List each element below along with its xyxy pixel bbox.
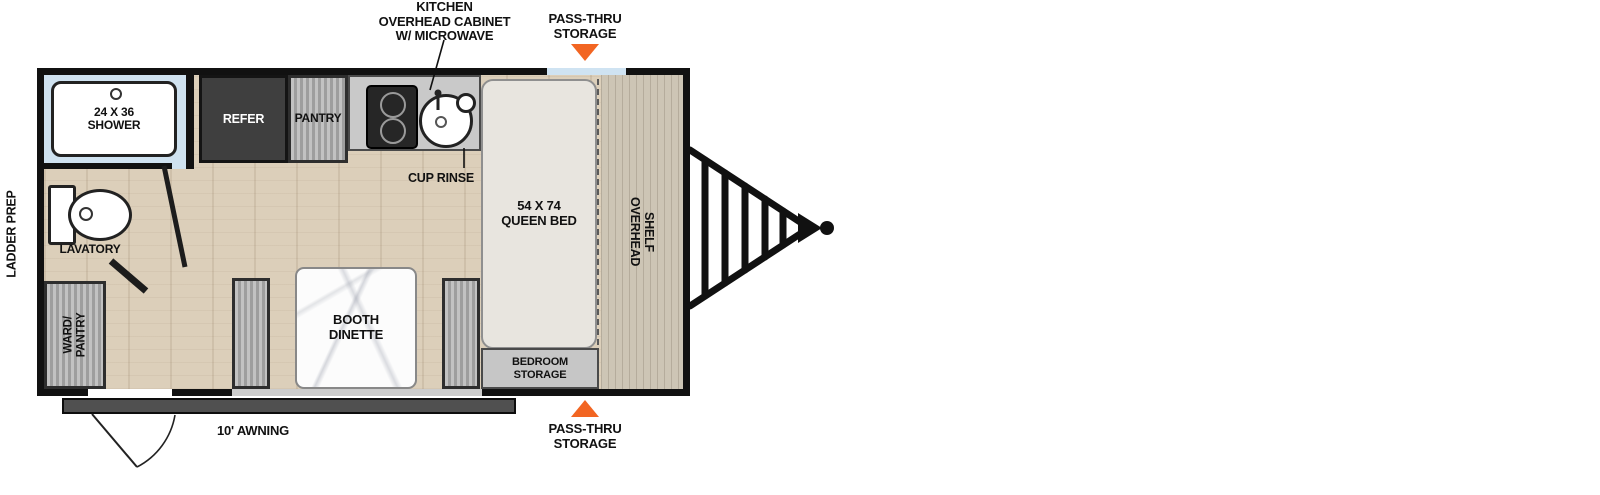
- refrigerator: REFER: [199, 75, 288, 163]
- shower-pan: 24 X 36 SHOWER: [51, 81, 177, 157]
- trailer-body: 24 X 36 SHOWER REFER PANTRY CUP RINSE 54…: [37, 68, 690, 396]
- overhead-shelf: OVERHEAD SHELF: [601, 75, 683, 389]
- awning-label: 10' AWNING: [216, 423, 290, 438]
- ward-pantry-cabinet: WARD/ PANTRY: [44, 281, 106, 389]
- refer-label: REFER: [222, 112, 265, 126]
- pass-thru-arrow-down-icon: [571, 44, 599, 61]
- toilet-bowl-icon: [68, 189, 132, 241]
- pass-thru-storage-bottom-label: PASS-THRU STORAGE: [548, 421, 622, 451]
- dinette-table: BOOTH DINETTE: [295, 267, 417, 389]
- ward-pantry-label: WARD/ PANTRY: [62, 312, 87, 358]
- dinette-bench-left: [232, 278, 270, 389]
- overhead-shelf-label: OVERHEAD SHELF: [628, 197, 656, 267]
- pass-thru-storage-top-label: PASS-THRU STORAGE: [548, 11, 622, 41]
- cup-rinse-label: CUP RINSE: [407, 171, 475, 185]
- pantry-cabinet: PANTRY: [288, 75, 348, 163]
- pass-thru-door-top-window: [545, 68, 628, 75]
- kitchen-overhead-cabinet-label: KITCHEN OVERHEAD CABINET W/ MICROWAVE: [378, 0, 511, 44]
- ladder-prep-label: LADDER PREP: [5, 190, 19, 278]
- booth-dinette-label: BOOTH DINETTE: [328, 312, 384, 342]
- queen-bed: 54 X 74 QUEEN BED: [481, 79, 597, 349]
- bedroom-storage-label: BEDROOM STORAGE: [511, 356, 569, 381]
- cooktop-icon: [366, 85, 418, 149]
- overhead-shelf-dashed-line: [597, 79, 599, 385]
- burner-icon: [380, 92, 406, 118]
- dinette-window: [230, 389, 484, 396]
- hitch-coupler-icon: [798, 213, 822, 243]
- queen-bed-label: 54 X 74 QUEEN BED: [501, 198, 577, 228]
- burner-icon: [380, 118, 406, 144]
- dinette-bench-right: [442, 278, 480, 389]
- pantry-label: PANTRY: [294, 111, 342, 126]
- ladder-prep-label-wrap: LADDER PREP: [0, 178, 28, 290]
- bedroom-storage: BEDROOM STORAGE: [481, 348, 599, 389]
- hitch-ball-icon: [820, 221, 834, 235]
- pass-thru-arrow-up-icon: [571, 400, 599, 417]
- bathroom-wall: [44, 163, 172, 169]
- lavatory-label: LAVATORY: [59, 242, 121, 256]
- kitchen-counter: [348, 75, 481, 151]
- toilet-flush-icon: [79, 207, 93, 221]
- awning-bar: [62, 398, 516, 414]
- cup-rinse-icon: [456, 93, 476, 113]
- entry-door-opening: [88, 389, 172, 396]
- entry-door-swing-icon: [91, 413, 176, 468]
- shower-drain-icon: [110, 88, 122, 100]
- hitch-frame-icon: [686, 146, 804, 310]
- shower-label: 24 X 36 SHOWER: [87, 104, 141, 132]
